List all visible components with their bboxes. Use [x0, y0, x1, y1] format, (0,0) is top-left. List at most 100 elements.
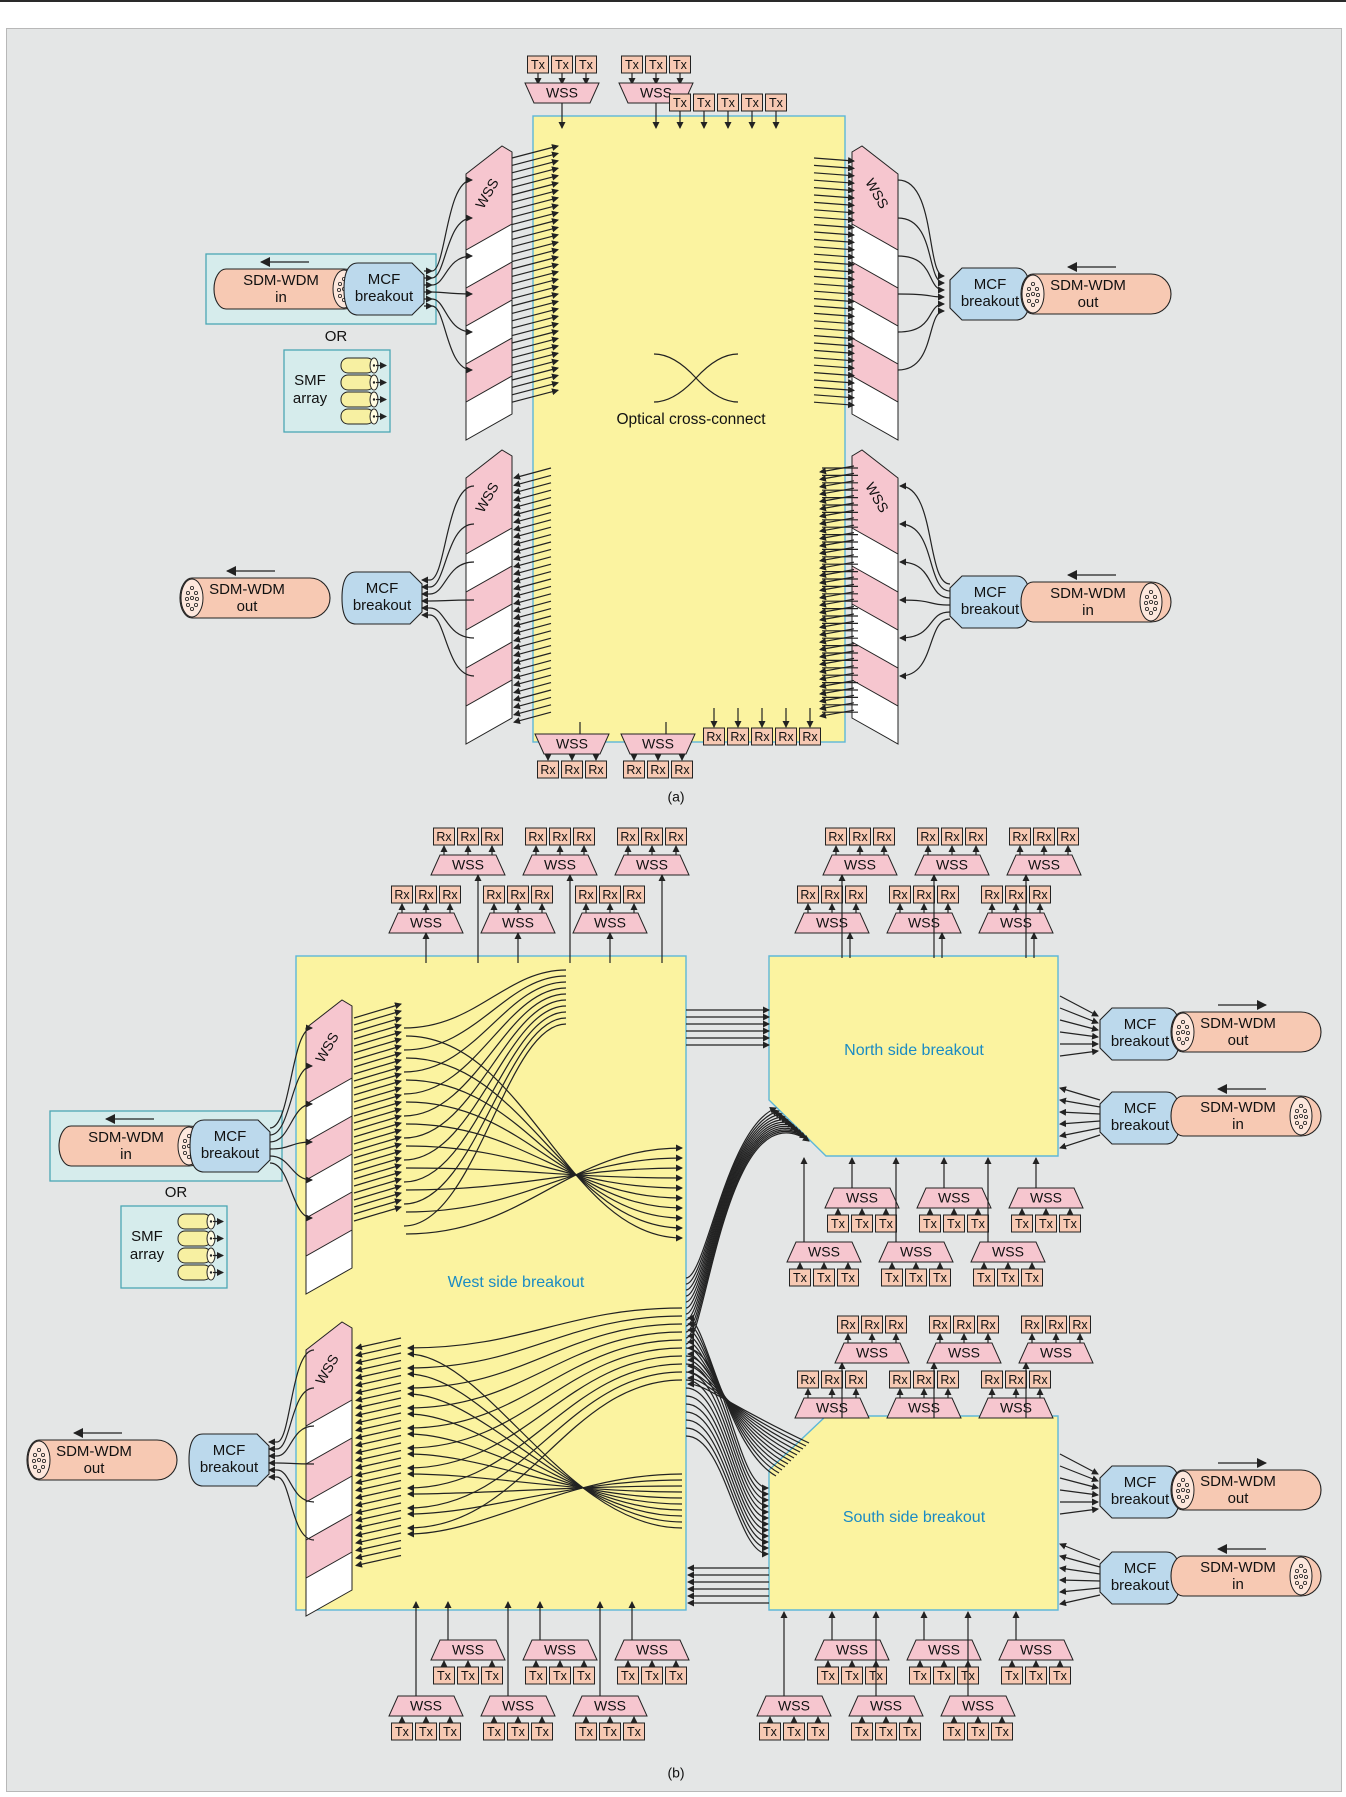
fiber-connection: [685, 1132, 810, 1345]
tx-label: Tx: [745, 96, 760, 110]
rx-label: Rx: [644, 830, 660, 844]
fiber-connection: [899, 611, 951, 642]
wss-block: [878, 1241, 954, 1263]
caption-b: (b): [667, 1765, 684, 1781]
wss-output-arrow: [353, 1107, 402, 1124]
wss-input-arrow: [355, 1419, 402, 1433]
wss-label: WSS: [1000, 915, 1032, 931]
sdm-fiber-body: [1170, 1469, 1322, 1511]
fiber-core: [1145, 607, 1150, 612]
smf-core: [372, 364, 376, 367]
fiber-connection: [269, 1138, 313, 1150]
wss-output-arrow: [511, 343, 559, 359]
fiber-connection: [269, 1062, 313, 1136]
fiber-core: [1177, 1025, 1182, 1030]
wss-output-arrow: [819, 569, 855, 579]
tx-label: Tx: [817, 1271, 832, 1285]
fiber-connection: [685, 1411, 769, 1540]
tx-label: Tx: [855, 1217, 870, 1231]
fiber-connection: [276, 1387, 315, 1450]
sdm-direction-label: in: [275, 289, 287, 306]
fiber-connection: [407, 1370, 683, 1523]
wss-output-arrow: [819, 546, 855, 556]
wss-input-arrow: [355, 1509, 402, 1523]
wss-input-arrow: [813, 327, 855, 335]
mcf-fiber: [1059, 1086, 1101, 1101]
mcf-fiber: [1059, 1554, 1101, 1568]
wss-output-arrow: [353, 1072, 402, 1089]
fiber-core: [1185, 1495, 1190, 1500]
wss-output-arrow: [819, 694, 855, 704]
fiber-core: [1303, 1121, 1308, 1126]
wss-input-arrow: [513, 519, 552, 532]
wss-output-arrow: [819, 598, 855, 608]
fiber-connection: [405, 1145, 683, 1192]
fiber-end-face: [1171, 1012, 1195, 1052]
sdm-direction-label: out: [84, 1460, 106, 1477]
wss-input-arrow: [813, 386, 855, 394]
wss-input-arrow: [813, 356, 855, 364]
tx-label: Tx: [947, 1725, 962, 1739]
rx-label: Rx: [460, 830, 476, 844]
fiber-core: [1299, 1114, 1304, 1119]
wss-input-arrow: [813, 290, 855, 298]
fiber-core: [1294, 1115, 1299, 1120]
fiber-connection: [685, 1387, 769, 1522]
rx-label: Rx: [620, 830, 636, 844]
fiber-connection: [685, 1395, 769, 1528]
fiber-core: [1145, 595, 1150, 600]
fiber-connection: [269, 1024, 313, 1129]
wss-output-arrow: [511, 144, 559, 159]
fiber-connection: [269, 1155, 313, 1184]
smf-label: array: [130, 1246, 165, 1263]
fiber-connection: [687, 1374, 807, 1447]
fiber-connection: [269, 1100, 313, 1143]
fiber-core: [193, 603, 198, 608]
rx-label: Rx: [564, 763, 580, 777]
wss-output-arrow: [511, 358, 559, 374]
wss-label: WSS: [856, 1345, 888, 1361]
wss-input-arrow: [513, 630, 552, 643]
fiber-connection: [407, 1350, 683, 1529]
wss-output-arrow: [353, 1002, 402, 1019]
wss-output-arrow: [819, 583, 855, 593]
fiber-connection: [405, 1035, 683, 1242]
wss-output-arrow: [819, 680, 855, 690]
rx-label: Rx: [892, 1373, 908, 1387]
wss-block: [614, 854, 690, 876]
wss-input-arrow: [513, 600, 552, 614]
wss-input-arrow: [813, 297, 855, 305]
wss-block: [926, 1342, 1002, 1364]
mcf-fiber: [1059, 1453, 1099, 1475]
wss-input-arrow: [513, 608, 552, 621]
rx-label: Rx: [510, 888, 526, 902]
wss-input-arrow: [813, 171, 855, 179]
wss-block: [848, 1695, 924, 1717]
mcf-label: MCF: [1124, 1560, 1157, 1577]
wss-input-arrow: [355, 1494, 402, 1508]
wss-label: WSS: [962, 1698, 994, 1714]
wss-label: WSS: [452, 1642, 484, 1658]
sdm-label: SDM-WDM: [243, 272, 319, 289]
smf-core: [372, 398, 376, 401]
wss-output-arrow: [353, 1128, 402, 1145]
rx-box: [799, 727, 821, 746]
sdm-direction-label: out: [1228, 1490, 1250, 1507]
wss-output-arrow: [511, 380, 559, 396]
mcf-fiber: [1059, 1576, 1101, 1584]
fiber-connection: [403, 981, 567, 1073]
wss-input-arrow: [813, 312, 855, 320]
tx-label: Tx: [625, 58, 640, 72]
tx-label: Tx: [1053, 1669, 1068, 1683]
fiber-connection: [276, 1469, 315, 1503]
wss-input-arrow: [813, 164, 855, 172]
fiber-connection: [407, 1485, 683, 1498]
wss-label: WSS: [808, 1244, 840, 1260]
wss-block: [430, 854, 506, 876]
or-label: OR: [325, 328, 348, 345]
wss-block: [480, 1695, 556, 1717]
wss-output-arrow: [353, 1170, 402, 1187]
wss-block: [822, 854, 898, 876]
mcf-label: breakout: [1111, 1491, 1170, 1508]
